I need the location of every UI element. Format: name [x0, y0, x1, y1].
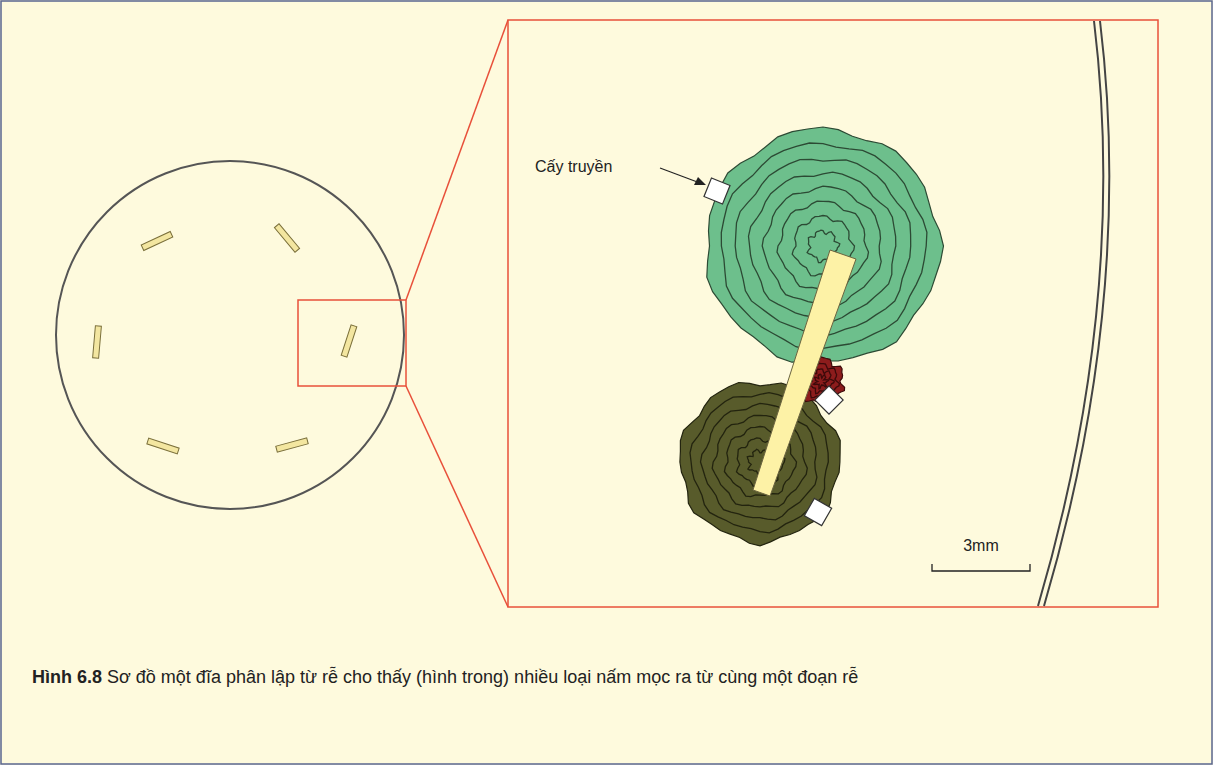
zoom-line — [406, 20, 508, 300]
zoom-line — [406, 386, 508, 607]
fungal-colonies — [680, 127, 944, 546]
caption-text: Sơ đồ một đĩa phân lập từ rễ cho thấy (h… — [107, 667, 858, 687]
dish-edge — [1038, 21, 1103, 606]
growth-ring — [814, 374, 829, 389]
figure-caption: Hình 6.8 Sơ đồ một đĩa phân lập từ rễ ch… — [32, 664, 1182, 691]
growth-ring — [701, 403, 817, 520]
figure-number: Hình 6.8 — [32, 667, 102, 687]
dish-edge — [1044, 21, 1109, 606]
arrowhead — [694, 177, 706, 185]
scale-label: 3mm — [963, 537, 999, 555]
callout-label: Cấy truyền — [535, 158, 612, 176]
root-fragment — [753, 250, 856, 496]
inset-box — [508, 20, 1158, 607]
transfer-squares — [704, 178, 843, 526]
scale-bar — [932, 564, 1030, 571]
leader-line — [660, 168, 700, 183]
petri-dish — [56, 161, 404, 509]
colony — [680, 383, 840, 546]
zoom-box — [298, 300, 406, 386]
root-pieces — [93, 224, 357, 454]
